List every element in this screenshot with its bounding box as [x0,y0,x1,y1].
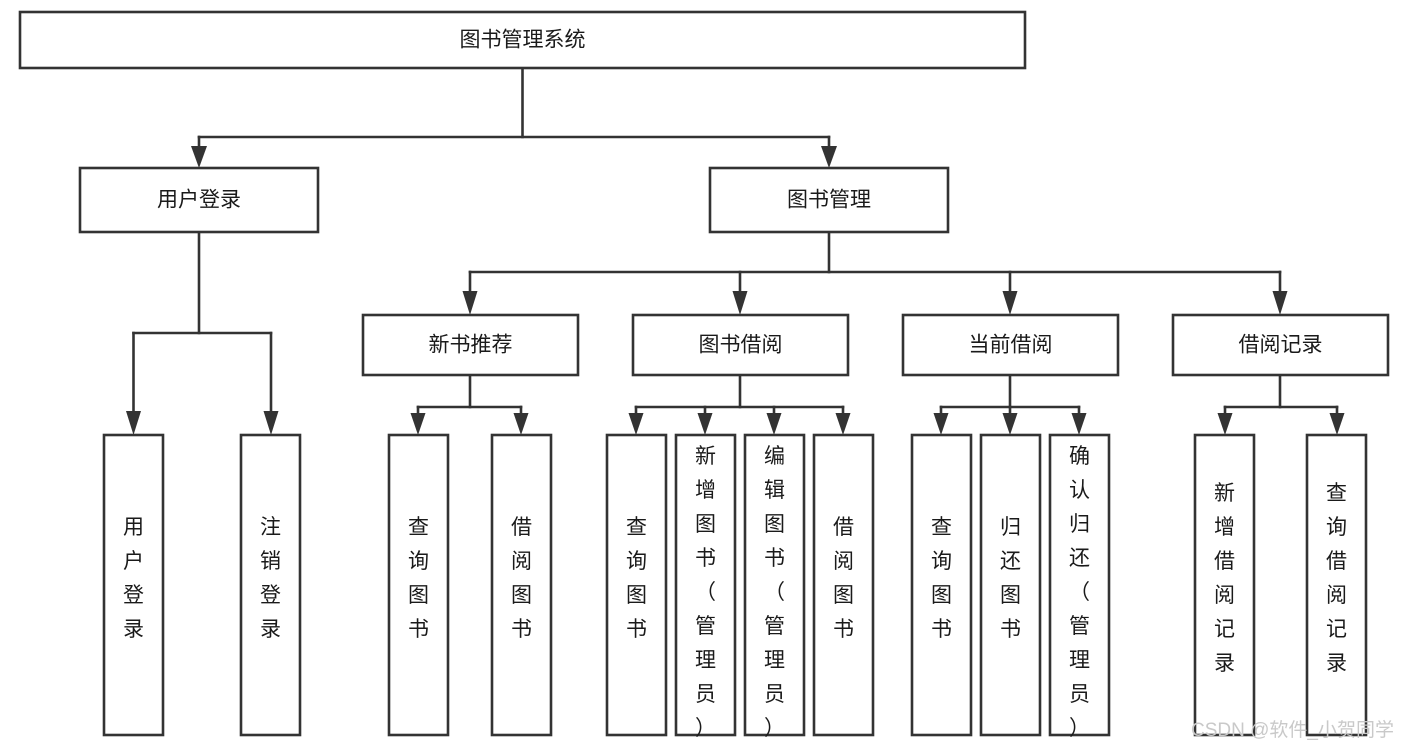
arrow-head-leaf-logout [263,411,279,435]
node-leaf-borrow-book-1-label: 借阅图书 [511,516,532,641]
node-leaf-query-book-3[interactable]: 查询图书 [910,433,973,737]
node-leaf-logout-label: 注销登录 [260,516,281,641]
node-leaf-confirm-return[interactable]: 确认归还（管理员） [1048,433,1111,740]
node-leaf-edit-book[interactable]: 编辑图书（管理员） [743,433,806,740]
node-book-management-label: 图书管理 [787,189,871,212]
leaf-layer: 用户登录 注销登录 查询图书 借阅图书 查询图书 新增图书（管理员） [102,433,1368,740]
connector-layer [126,66,1345,435]
node-leaf-borrow-book-2[interactable]: 借阅图书 [812,433,875,737]
node-leaf-confirm-return-box[interactable] [1048,433,1111,737]
node-leaf-add-book-box[interactable] [674,433,737,737]
node-leaf-edit-book-label: 编辑图书（管理员） [764,445,785,740]
node-leaf-query-book-1-box[interactable] [387,433,450,737]
node-leaf-query-record-box[interactable] [1305,433,1368,737]
node-borrow-record-box[interactable] [1171,313,1390,377]
node-user-login[interactable]: 用户登录 [78,166,320,234]
node-new-book-recommend[interactable]: 新书推荐 [361,313,580,377]
csdn-watermark: CSDN @软件_小贺同学 [1191,719,1394,741]
node-root-label: 图书管理系统 [460,29,586,52]
node-leaf-logout-box[interactable] [239,433,302,737]
node-leaf-borrow-book-1[interactable]: 借阅图书 [490,433,553,737]
arrow-head-borrow-record [1272,291,1288,315]
node-root[interactable]: 图书管理系统 [18,10,1027,70]
node-book-borrow[interactable]: 图书借阅 [631,313,850,377]
node-new-book-recommend-label: 新书推荐 [429,334,513,357]
node-current-borrow-box[interactable] [901,313,1120,377]
arrow-head-current-borrow [1002,291,1018,315]
node-leaf-user-login[interactable]: 用户登录 [102,433,165,737]
node-current-borrow[interactable]: 当前借阅 [901,313,1120,377]
node-leaf-logout[interactable]: 注销登录 [239,433,302,737]
arrow-head-leaf-query-book-2 [628,413,644,435]
node-book-borrow-label: 图书借阅 [699,334,783,357]
arrow-head-leaf-edit-book [766,413,782,435]
arrow-head-leaf-confirm-return [1071,413,1087,435]
node-leaf-return-book-box[interactable] [979,433,1042,737]
node-leaf-user-login-label: 用户登录 [123,516,144,641]
arrow-head-leaf-borrow-book-2 [835,413,851,435]
node-borrow-record[interactable]: 借阅记录 [1171,313,1390,377]
node-leaf-add-book[interactable]: 新增图书（管理员） [674,433,737,740]
node-leaf-query-book-2-box[interactable] [605,433,668,737]
node-leaf-confirm-return-label: 确认归还（管理员） [1069,445,1090,740]
arrow-head-leaf-return-book [1002,413,1018,435]
node-user-login-label: 用户登录 [157,189,241,212]
arrow-head-book-management [821,146,837,168]
node-leaf-borrow-book-2-box[interactable] [812,433,875,737]
node-leaf-query-book-3-box[interactable] [910,433,973,737]
arrow-head-leaf-add-book [697,413,713,435]
node-leaf-add-record-label: 新增借阅记录 [1214,482,1235,675]
arrow-head-book-borrow [732,291,748,315]
node-book-management-box[interactable] [708,166,950,234]
arrow-head-user-login [191,146,207,168]
node-root-box[interactable] [18,10,1027,70]
arrow-head-leaf-user-login [126,411,141,435]
node-leaf-user-login-box[interactable] [102,433,165,737]
node-current-borrow-label: 当前借阅 [969,334,1053,357]
node-leaf-query-book-2[interactable]: 查询图书 [605,433,668,737]
node-leaf-query-book-3-label: 查询图书 [931,516,952,641]
node-leaf-borrow-book-1-box[interactable] [490,433,553,737]
arrow-head-leaf-add-record [1217,413,1233,435]
node-leaf-query-record-label: 查询借阅记录 [1326,482,1347,675]
node-new-book-recommend-box[interactable] [361,313,580,377]
arrow-head-leaf-query-book-1 [410,413,426,435]
arrow-head-leaf-borrow-book-1 [513,413,529,435]
arrow-head-leaf-query-book-3 [933,413,949,435]
node-leaf-add-record-box[interactable] [1193,433,1256,737]
node-leaf-add-book-label: 新增图书（管理员） [695,445,716,740]
node-leaf-add-record[interactable]: 新增借阅记录 [1193,433,1256,737]
node-leaf-query-book-1-label: 查询图书 [408,516,429,641]
node-user-login-box[interactable] [78,166,320,234]
node-book-management[interactable]: 图书管理 [708,166,950,234]
arrow-head-new-book-recommend [462,291,478,315]
node-leaf-borrow-book-2-label: 借阅图书 [833,516,854,641]
node-leaf-query-book-2-label: 查询图书 [626,516,647,641]
node-book-borrow-box[interactable] [631,313,850,377]
arrow-head-leaf-query-record [1329,413,1345,435]
node-leaf-return-book[interactable]: 归还图书 [979,433,1042,737]
node-leaf-query-book-1[interactable]: 查询图书 [387,433,450,737]
node-borrow-record-label: 借阅记录 [1239,334,1323,357]
node-leaf-edit-book-box[interactable] [743,433,806,737]
node-leaf-return-book-label: 归还图书 [1000,516,1021,641]
node-leaf-query-record[interactable]: 查询借阅记录 [1305,433,1368,737]
